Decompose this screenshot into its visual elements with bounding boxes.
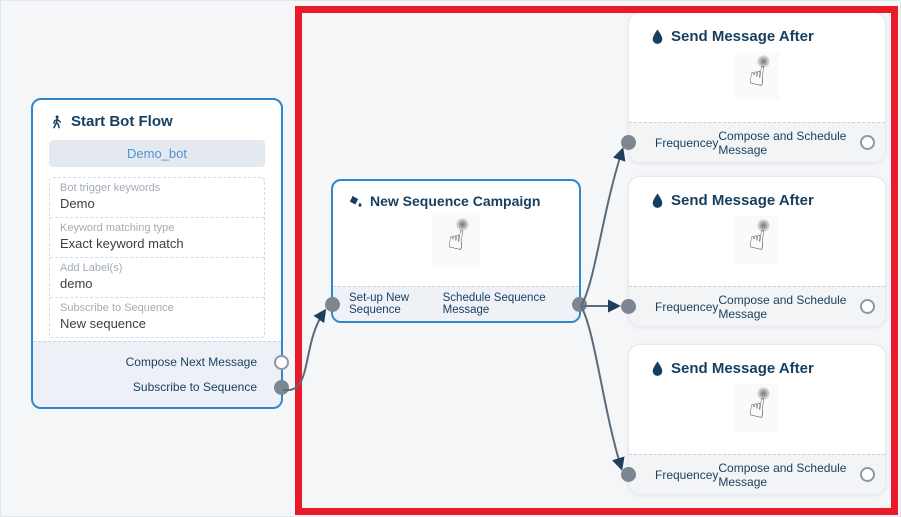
field-label: Keyword matching type — [60, 222, 175, 234]
output-port-compose-and-schedule[interactable] — [860, 299, 875, 314]
edge-campaign-to-send-3 — [580, 305, 625, 471]
field-label: Add Label(s) — [60, 262, 123, 274]
field-value: Exact keyword match — [60, 236, 184, 251]
tap-hand-icon: ☝ — [445, 223, 467, 257]
node-header: Send Message After — [629, 177, 885, 209]
node-title: New Sequence Campaign — [370, 193, 541, 209]
node-title: Send Message After — [671, 28, 814, 45]
input-port-frequencey[interactable] — [621, 135, 636, 150]
tap-hand-icon: ☝ — [746, 223, 768, 257]
output-port-subscribe-to-sequence[interactable] — [274, 380, 289, 395]
field-keyword-matching-type[interactable]: Keyword matching type Exact keyword matc… — [50, 217, 264, 257]
new-sequence-campaign-node[interactable]: New Sequence Campaign ☝ Set-up New Seque… — [325, 179, 587, 323]
output-label: Schedule Sequence Message — [442, 292, 546, 316]
output-label: Compose and Schedule Message — [718, 128, 847, 157]
water-drop-icon — [651, 29, 664, 45]
input-label: Frequencey — [655, 135, 719, 150]
field-value: Demo — [60, 196, 95, 211]
node-footer: Frequencey Compose and Schedule Message — [621, 122, 885, 162]
node-body-click-area[interactable]: ☝ — [735, 52, 779, 100]
node-footer: Set-up New Sequence Schedule Sequence Me… — [325, 286, 587, 321]
output-group: Compose and Schedule Message — [718, 461, 875, 489]
input-label: Frequencey — [655, 467, 719, 482]
field-value: New sequence — [60, 316, 146, 331]
field-value: demo — [60, 276, 93, 291]
bot-config-fields: Bot trigger keywords Demo Keyword matchi… — [49, 177, 265, 338]
send-message-after-node-3[interactable]: Send Message After ☝ Frequencey Compose … — [621, 344, 886, 495]
bot-name-button[interactable]: Demo_bot — [49, 140, 265, 167]
paint-bucket-icon — [347, 194, 363, 209]
water-drop-icon — [651, 193, 664, 209]
node-body-click-area[interactable]: ☝ — [735, 216, 779, 264]
node-title: Send Message After — [671, 360, 814, 377]
send-message-after-node-1[interactable]: Send Message After ☝ Frequencey Compose … — [621, 12, 886, 163]
output-port-compose-and-schedule[interactable] — [860, 135, 875, 150]
output-label: Compose Next Message — [125, 355, 257, 369]
field-add-labels[interactable]: Add Label(s) demo — [50, 257, 264, 297]
output-group: Compose and Schedule Message — [718, 129, 875, 157]
tap-dot — [456, 218, 469, 231]
tap-dot — [757, 219, 770, 232]
input-port-frequencey[interactable] — [621, 299, 636, 314]
start-bot-flow-node[interactable]: Start Bot Flow Demo_bot Bot trigger keyw… — [31, 98, 289, 409]
send-message-after-node-2[interactable]: Send Message After ☝ Frequencey Compose … — [621, 176, 886, 327]
input-port-frequencey[interactable] — [621, 467, 636, 482]
output-label: Compose and Schedule Message — [718, 460, 847, 489]
field-subscribe-to-sequence[interactable]: Subscribe to Sequence New sequence — [50, 297, 264, 337]
edge-subscribe-to-setup — [283, 308, 327, 392]
output-compose-next-message: Compose Next Message — [33, 350, 289, 375]
node-footer: Compose Next Message Subscribe to Sequen… — [33, 341, 289, 407]
node-footer: Frequencey Compose and Schedule Message — [621, 454, 885, 494]
input-label: Frequencey — [655, 299, 719, 314]
field-label: Bot trigger keywords — [60, 182, 161, 194]
node-header: Send Message After — [629, 345, 885, 377]
tap-dot — [757, 55, 770, 68]
output-label: Subscribe to Sequence — [132, 380, 257, 394]
node-body-click-area[interactable]: ☝ — [432, 215, 480, 265]
node-title: Start Bot Flow — [71, 113, 173, 130]
node-footer: Frequencey Compose and Schedule Message — [621, 286, 885, 326]
walking-person-icon — [49, 114, 64, 130]
output-port-schedule-sequence-message[interactable] — [572, 296, 587, 312]
tap-hand-icon: ☝ — [746, 59, 768, 93]
tap-hand-icon: ☝ — [746, 391, 768, 425]
input-label: Set-up New Sequence — [349, 292, 410, 316]
tap-dot — [757, 387, 770, 400]
input-port-set-up-new-sequence[interactable] — [325, 296, 340, 312]
node-body-click-area[interactable]: ☝ — [735, 384, 779, 432]
output-port-compose-next-message[interactable] — [274, 355, 289, 370]
field-label: Subscribe to Sequence — [60, 302, 174, 314]
water-drop-icon — [651, 361, 664, 377]
node-header: New Sequence Campaign — [333, 181, 579, 213]
output-group: Compose and Schedule Message — [718, 293, 875, 321]
edge-campaign-to-send-1 — [580, 147, 626, 307]
node-title: Send Message After — [671, 192, 814, 209]
output-label: Compose and Schedule Message — [718, 292, 847, 321]
output-port-compose-and-schedule[interactable] — [860, 467, 875, 482]
node-header: Send Message After — [629, 13, 885, 45]
field-bot-trigger-keywords[interactable]: Bot trigger keywords Demo — [50, 178, 264, 217]
node-header: Start Bot Flow — [33, 100, 281, 136]
output-subscribe-to-sequence: Subscribe to Sequence — [33, 375, 289, 400]
